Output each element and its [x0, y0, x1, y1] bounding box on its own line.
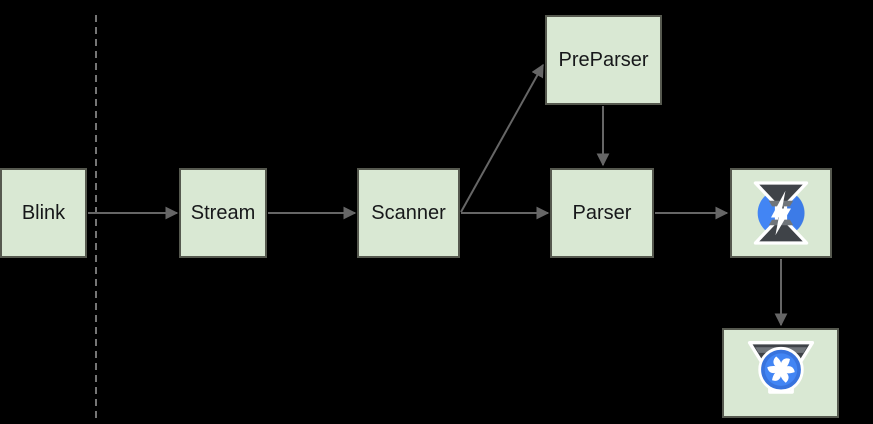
node-preparser: PreParser: [545, 15, 662, 105]
node-stream-label: Stream: [190, 202, 256, 224]
node-blink-label: Blink: [21, 202, 66, 224]
ignition-hourglass-lightning-icon: [741, 176, 821, 250]
node-parser: Parser: [550, 168, 654, 258]
node-stream: Stream: [179, 168, 267, 258]
node-blink: Blink: [0, 168, 87, 258]
node-turbofan: [722, 328, 839, 418]
node-ignition: [730, 168, 832, 258]
connector-scanner-preparser: [460, 63, 544, 213]
node-preparser-label: PreParser: [558, 49, 649, 71]
node-parser-label: Parser: [572, 202, 632, 224]
turbofan-funnel-fan-icon: [740, 336, 822, 410]
node-scanner-label: Scanner: [371, 202, 446, 224]
node-scanner: Scanner: [357, 168, 460, 258]
